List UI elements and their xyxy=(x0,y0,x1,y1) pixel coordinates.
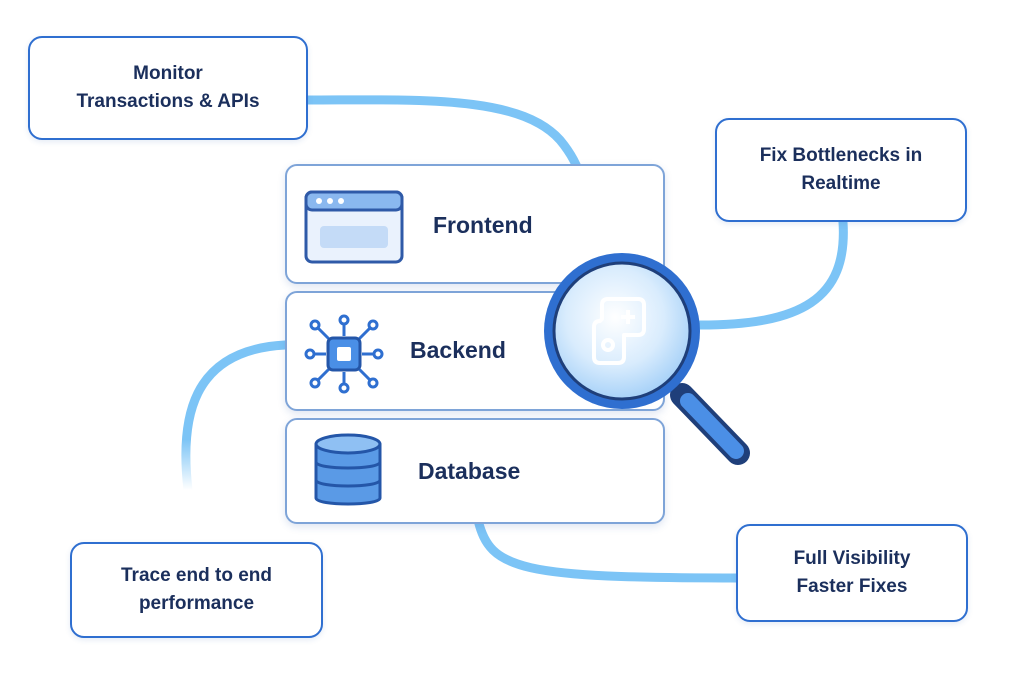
backend-label: Backend xyxy=(410,337,506,363)
fix-callout: Fix Bottlenecks in Realtime xyxy=(715,118,967,222)
monitor-callout: Monitor Transactions & APIs xyxy=(28,36,308,140)
trace-callout: Trace end to end performance xyxy=(70,542,323,638)
visibility-connector xyxy=(473,515,745,583)
fix-callout-line2: Realtime xyxy=(801,173,881,194)
monitor-callout-line2: Transactions & APIs xyxy=(76,91,260,112)
monitor-callout-line1: Monitor xyxy=(133,63,203,84)
visibility-callout: Full Visibility Faster Fixes xyxy=(736,524,968,622)
puzzle-piece-icon xyxy=(592,297,646,365)
fix-connector xyxy=(695,217,848,330)
trace-connector xyxy=(181,340,290,495)
database-label: Database xyxy=(418,458,521,484)
browser-window-icon xyxy=(304,190,404,264)
database-stack-icon xyxy=(314,433,382,506)
magnifying-glass-icon xyxy=(544,253,750,465)
visibility-callout-line1: Full Visibility xyxy=(793,548,911,569)
visibility-callout-line2: Faster Fixes xyxy=(796,576,908,597)
trace-callout-line1: Trace end to end xyxy=(121,565,272,586)
fix-callout-line1: Fix Bottlenecks in xyxy=(759,145,923,166)
frontend-label: Frontend xyxy=(433,212,533,238)
trace-callout-line2: performance xyxy=(138,593,255,614)
circuit-chip-icon xyxy=(304,314,384,394)
